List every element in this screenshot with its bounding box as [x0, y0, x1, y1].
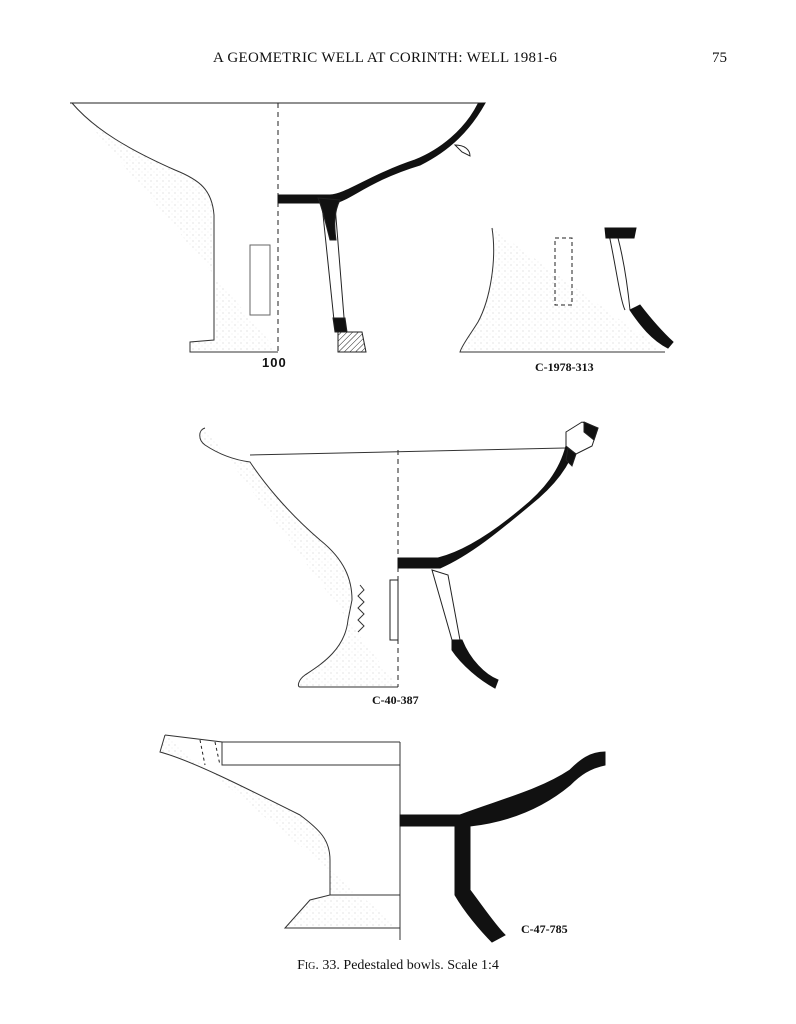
caption-fig-prefix: Fig. [297, 958, 319, 973]
figure-caption: Fig. 33. Pedestaled bowls. Scale 1:4 [0, 958, 796, 974]
figure-label-c-40-387: C-40-387 [372, 693, 419, 707]
bowl-drawing-C-40-387 [199, 421, 599, 689]
page-header: A GEOMETRIC WELL AT CORINTH: WELL 1981-6… [0, 50, 796, 70]
figure-label-c-47-785: C-47-785 [521, 922, 568, 936]
bowl-drawing-C-1978-313 [459, 227, 674, 353]
page-number: 75 [712, 50, 727, 66]
running-title: A GEOMETRIC WELL AT CORINTH: WELL 1981-6 [213, 50, 558, 66]
caption-text: 33. Pedestaled bowls. Scale 1:4 [318, 958, 499, 973]
bowl-drawing-100 [70, 102, 486, 353]
bowl-drawing-C-47-785 [159, 734, 606, 943]
figure-label-100: 100 [262, 355, 287, 370]
figure-label-c-1978-313: C-1978-313 [535, 360, 594, 374]
